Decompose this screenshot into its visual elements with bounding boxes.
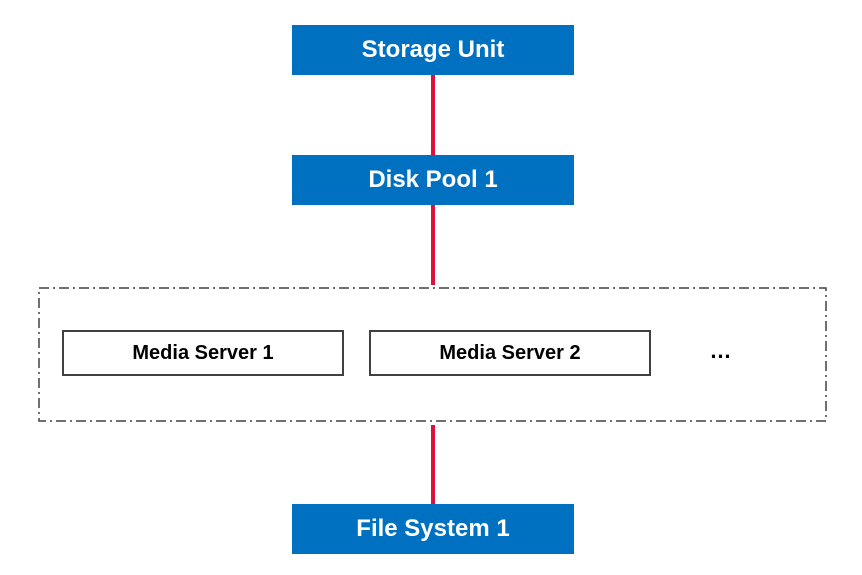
media-server-2-label: Media Server 2	[439, 341, 581, 364]
media-server-2-box: Media Server 2	[369, 330, 651, 376]
disk-pool-box: Disk Pool 1	[292, 155, 574, 205]
connector-pool-to-servers	[431, 205, 435, 285]
file-system-label: File System 1	[356, 515, 510, 542]
storage-unit-label: Storage Unit	[361, 36, 505, 63]
file-system-box: File System 1	[292, 504, 574, 554]
connector-storage-to-pool	[431, 75, 435, 155]
more-servers-ellipsis: …	[709, 338, 733, 363]
storage-unit-box: Storage Unit	[292, 25, 574, 75]
connector-servers-to-filesystem	[431, 425, 435, 504]
media-server-1-box: Media Server 1	[62, 330, 344, 376]
media-server-1-label: Media Server 1	[132, 341, 274, 364]
disk-pool-label: Disk Pool 1	[368, 166, 498, 193]
